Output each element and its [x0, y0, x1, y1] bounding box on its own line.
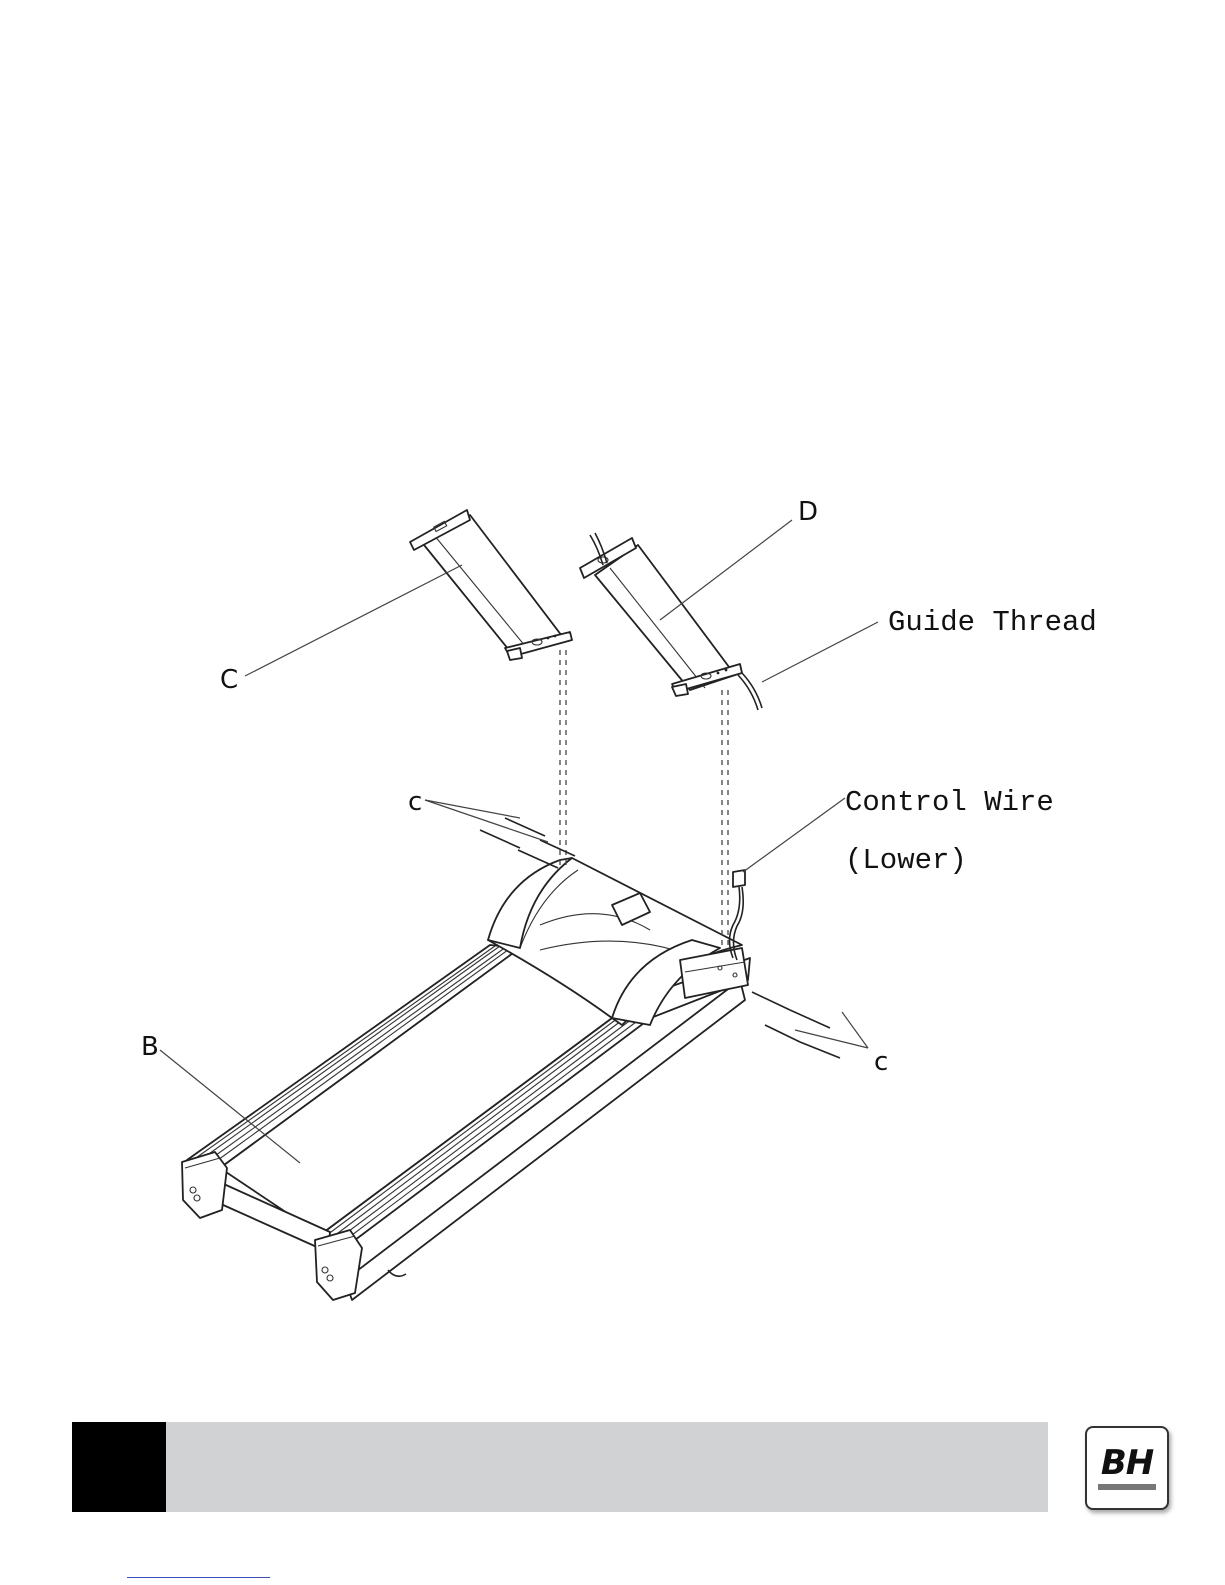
treadmill-base	[182, 858, 750, 1300]
brand-logo-text: BH	[1101, 1446, 1153, 1480]
leader-control-wire	[743, 798, 845, 872]
brand-logo-underline	[1098, 1484, 1156, 1490]
leader-bolts-left-2	[425, 800, 548, 842]
label-part-b: B	[141, 1032, 159, 1062]
label-control-wire: Control Wire	[845, 786, 1054, 819]
upright-tab-left	[507, 648, 522, 660]
right-upright	[580, 533, 762, 710]
label-bolts-right: c	[874, 1047, 888, 1077]
upright-tab-right	[672, 684, 688, 696]
footer-page-block	[72, 1422, 166, 1512]
label-part-d: D	[798, 497, 818, 527]
link-underline	[127, 1577, 270, 1578]
leader-guide-thread	[762, 622, 878, 682]
brand-logo: BH	[1085, 1426, 1169, 1510]
leader-c-upper	[245, 565, 462, 676]
upright-tube-right	[595, 545, 735, 690]
label-bolts-left: c	[408, 787, 422, 817]
left-upright	[410, 510, 572, 660]
leader-d	[660, 520, 792, 620]
label-control-wire-lower: (Lower)	[845, 844, 967, 877]
label-guide-thread: Guide Thread	[888, 606, 1097, 639]
bolts-right	[752, 992, 840, 1058]
footer-bar	[72, 1422, 1048, 1512]
leader-bolts-left-1	[425, 800, 520, 818]
label-part-c: C	[220, 665, 238, 695]
control-wire-connector	[733, 870, 745, 887]
